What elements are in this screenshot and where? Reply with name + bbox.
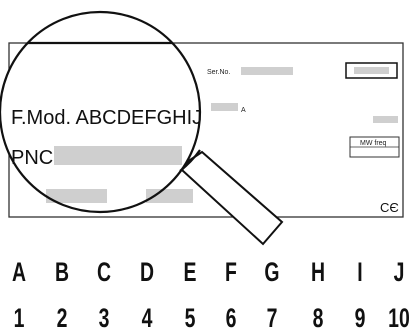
number-1: 1 xyxy=(14,303,25,333)
letter-j: J xyxy=(394,257,405,287)
fmod-text: F.Mod. ABCDEFGHIJ xyxy=(11,107,202,129)
a-field-redaction xyxy=(211,103,238,111)
letter-b: B xyxy=(55,257,69,287)
letter-c: C xyxy=(97,257,111,287)
right-redaction xyxy=(373,116,398,123)
letter-d: D xyxy=(140,257,154,287)
number-3: 3 xyxy=(99,303,110,333)
pnc-label: PNC xyxy=(11,147,53,169)
number-10: 10 xyxy=(388,303,410,333)
top-right-redaction xyxy=(354,67,389,74)
letter-h: H xyxy=(311,257,325,287)
number-2: 2 xyxy=(57,303,68,333)
ce-mark: CЄ xyxy=(380,200,399,215)
letter-e: E xyxy=(184,257,197,287)
letter-g: G xyxy=(264,257,279,287)
ser-no-label: Ser.No. xyxy=(207,69,230,76)
number-9: 9 xyxy=(355,303,366,333)
pnc-redaction xyxy=(54,146,182,165)
number-8: 8 xyxy=(313,303,324,333)
number-7: 7 xyxy=(267,303,278,333)
letter-f: F xyxy=(225,257,237,287)
letter-a: A xyxy=(12,257,26,287)
number-4: 4 xyxy=(142,303,153,333)
number-6: 6 xyxy=(226,303,237,333)
mw-freq-label: MW freq xyxy=(360,140,387,147)
ser-no-redaction xyxy=(241,67,293,75)
letter-i: I xyxy=(357,257,362,287)
a-field-label: A xyxy=(241,107,246,114)
number-5: 5 xyxy=(185,303,196,333)
